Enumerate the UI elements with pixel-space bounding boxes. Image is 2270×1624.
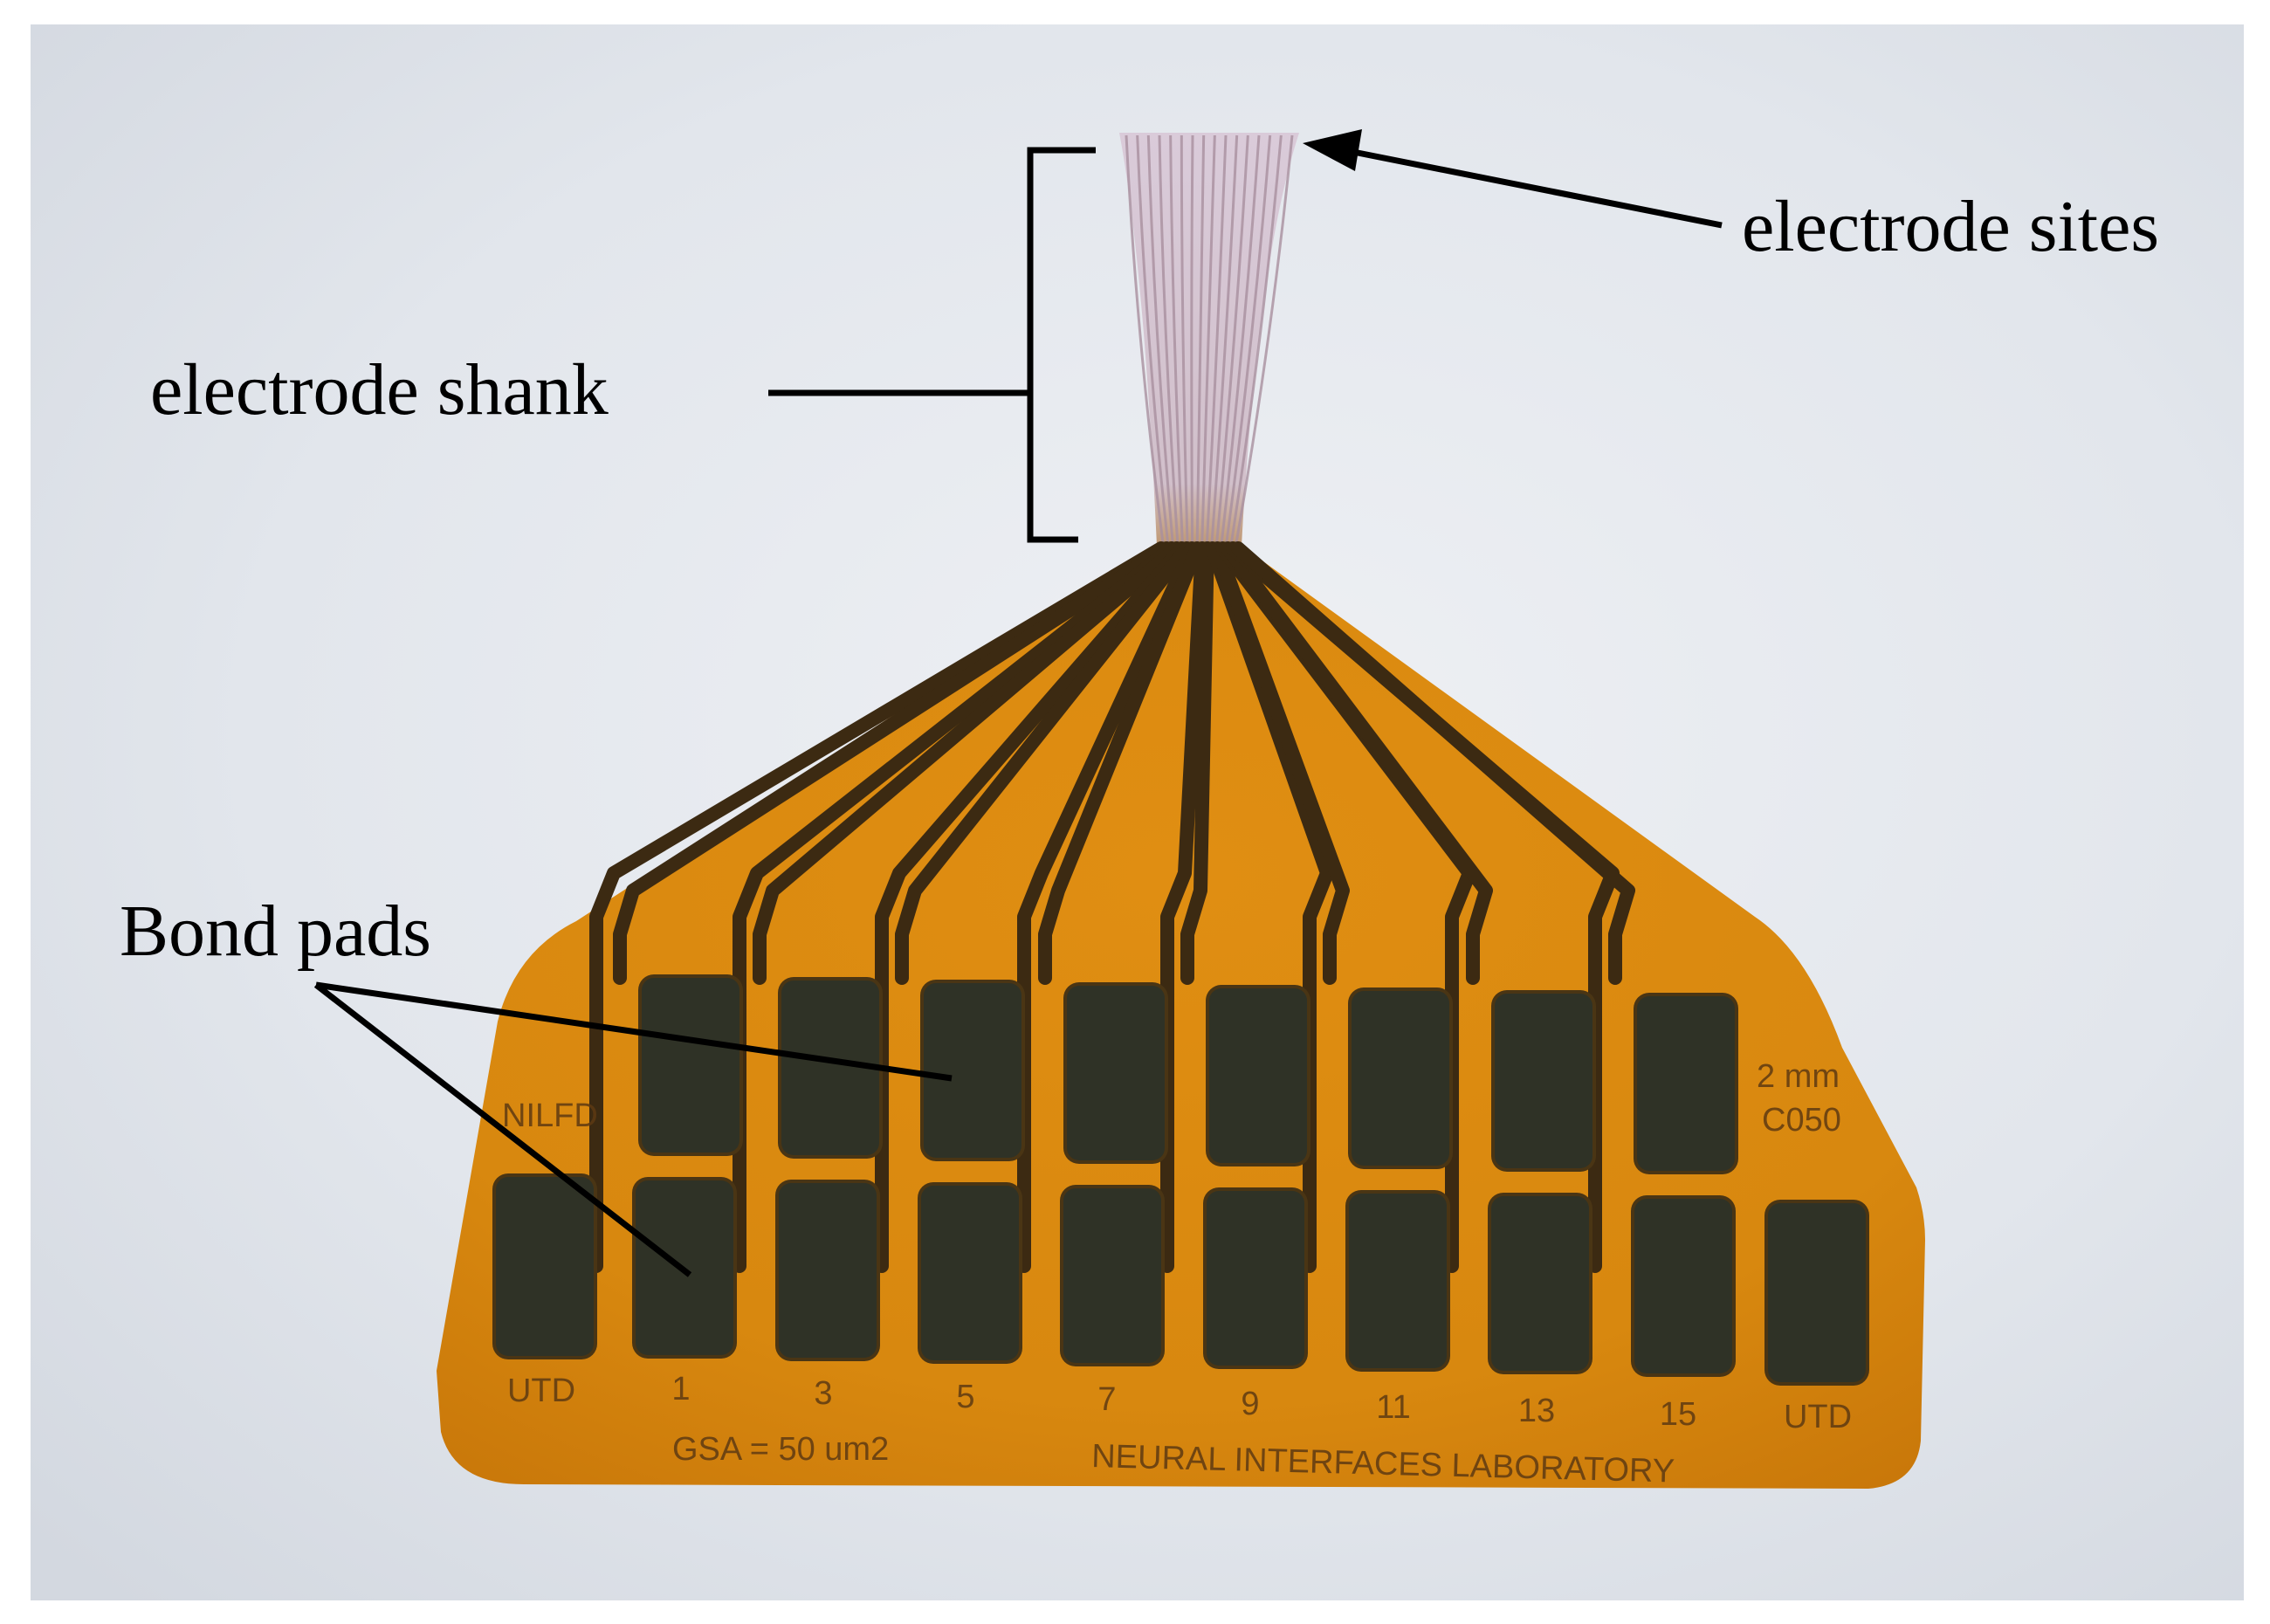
bond-pad-top (1209, 988, 1307, 1163)
shank-trace-line (1235, 134, 1294, 544)
trace-line (1231, 541, 1635, 985)
label-electrode-shank: electrode shank (150, 349, 609, 430)
bond-pad-bottom (921, 1186, 1019, 1360)
bond-pad-top (924, 983, 1022, 1158)
shank-trace-line (1190, 134, 1194, 544)
trace-line (613, 541, 1173, 985)
pad-number-label: 3 (814, 1375, 832, 1412)
shank-trace-line (1146, 134, 1174, 544)
bond-pad-utd-left (496, 1177, 594, 1356)
bond-pad-grid (492, 974, 1869, 1386)
pad-number-label: 11 (1376, 1389, 1410, 1426)
chip-mark-code: C050 (1762, 1102, 1841, 1139)
annotation-lines (313, 129, 1723, 1277)
bond-pad-top (642, 978, 739, 1153)
shank-trace-line (1136, 134, 1170, 544)
pad-number-label: 9 (1241, 1386, 1259, 1422)
bond-pad-utd-right (1768, 1203, 1866, 1382)
bond-pad-top (1495, 994, 1592, 1168)
sites-leader-line (1344, 147, 1723, 229)
sites-arrowhead (1303, 129, 1362, 171)
shank-trace-line (1180, 134, 1189, 544)
shank-trace-line (1125, 134, 1165, 544)
label-bond-pads: Bond pads (120, 891, 431, 972)
shank-trace-line (1195, 134, 1206, 544)
shank-trace-line (1220, 134, 1261, 544)
electrode-shank (1119, 133, 1299, 546)
bond-pad-top (1352, 991, 1449, 1166)
shank-bracket (1027, 147, 1096, 543)
bond-pad-bottom (1634, 1199, 1732, 1373)
shank-trace-line (1215, 134, 1249, 544)
chip-mark-nilfd: NILFD (502, 1098, 598, 1134)
bond-pad-top (781, 981, 879, 1155)
chip-mark-gsa: GSA = 50 um2 (672, 1431, 889, 1468)
bond-pad-top (1067, 986, 1165, 1160)
trace-line (1180, 541, 1214, 985)
shank-trace-line (1169, 134, 1184, 544)
trace-line (589, 541, 1168, 1273)
bond-pad-bottom (1063, 1188, 1161, 1363)
shank-trace-line (1229, 134, 1283, 544)
shank-trace-line (1225, 134, 1272, 544)
pad-number-label: 13 (1518, 1393, 1555, 1429)
bond-pad-top (1637, 996, 1735, 1171)
bond-pad-bottom (1349, 1194, 1447, 1368)
trace-line (895, 541, 1194, 985)
bondpad-leader-line-1 (315, 981, 953, 1082)
shank-trace-line (1210, 134, 1239, 544)
chip-mark-size: 2 mm (1757, 1058, 1840, 1095)
pad-number-label: 7 (1097, 1381, 1116, 1418)
pad-number-label: UTD (507, 1373, 575, 1409)
trace-line (1038, 541, 1205, 985)
bond-pad-bottom (1207, 1191, 1304, 1366)
pad-number-label: 1 (671, 1371, 690, 1407)
trace-line (1210, 541, 1350, 985)
trace-line (1221, 541, 1493, 985)
bond-pad-bottom (779, 1183, 877, 1358)
bondpad-leader-line-2 (313, 982, 692, 1277)
pad-number-label: 15 (1660, 1396, 1696, 1433)
trace-line (753, 541, 1184, 985)
pad-number-label: 5 (956, 1379, 974, 1415)
shank-trace-line (1158, 134, 1180, 544)
shank-trace-line (1205, 134, 1228, 544)
shank-trace-line (1200, 134, 1216, 544)
pad-number-label: UTD (1784, 1399, 1852, 1435)
bond-pad-bottom (1491, 1196, 1589, 1371)
label-electrode-sites: electrode sites (1742, 186, 2160, 267)
